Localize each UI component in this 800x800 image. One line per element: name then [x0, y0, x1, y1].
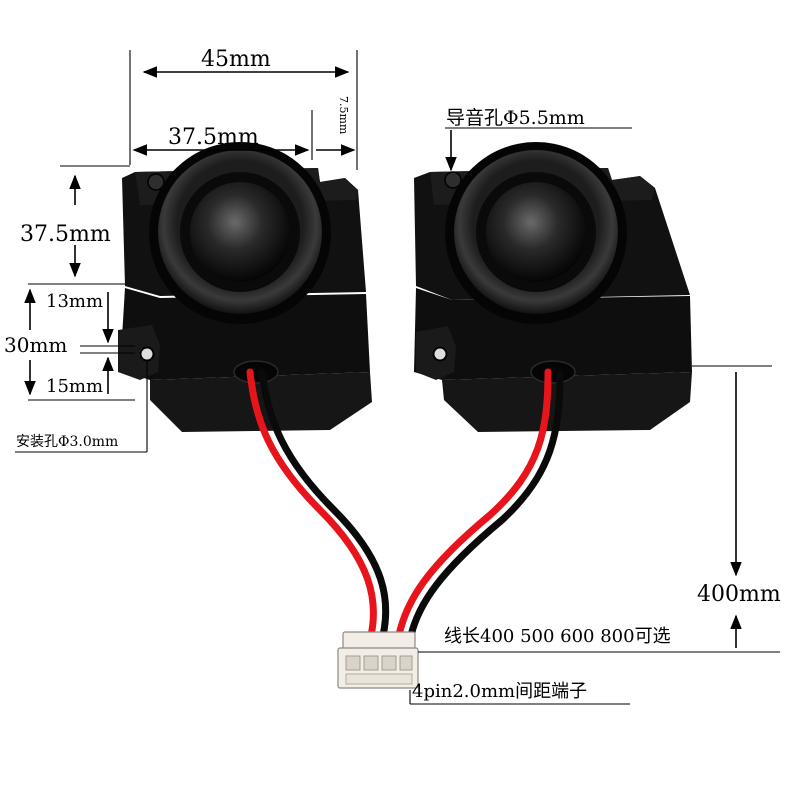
- dim-height-top: 37.5mm: [20, 222, 111, 247]
- sound-hole-icon: [147, 173, 165, 191]
- dim-width-total: 45mm: [201, 47, 271, 72]
- dim-side-offset: 7.5mm: [337, 96, 350, 135]
- sound-hole-label: 导音孔Φ5.5mm: [446, 107, 585, 129]
- wires: [246, 368, 564, 644]
- dim-height-mid: 13mm: [46, 291, 103, 312]
- sound-hole-icon: [444, 171, 462, 189]
- right-speaker: [414, 142, 692, 432]
- speaker-cone-icon: [486, 182, 586, 282]
- dim-width-inner: 37.5mm: [168, 125, 259, 150]
- mount-hole-label: 安装孔Φ3.0mm: [16, 434, 118, 450]
- left-speaker: [118, 142, 372, 432]
- dim-wire-length: 400mm: [697, 582, 781, 607]
- mount-hole-icon: [432, 346, 448, 362]
- dim-height-total: 30mm: [4, 333, 67, 357]
- speaker-cone-icon: [190, 182, 290, 282]
- mount-hole-icon: [139, 346, 155, 362]
- connector-label: 4pin2.0mm间距端子: [412, 681, 587, 702]
- dim-height-bottom: 15mm: [46, 376, 103, 397]
- dimension-lines: [15, 50, 780, 705]
- wire-options-label: 线长400 500 600 800可选: [444, 626, 671, 647]
- connector-icon: [337, 631, 419, 689]
